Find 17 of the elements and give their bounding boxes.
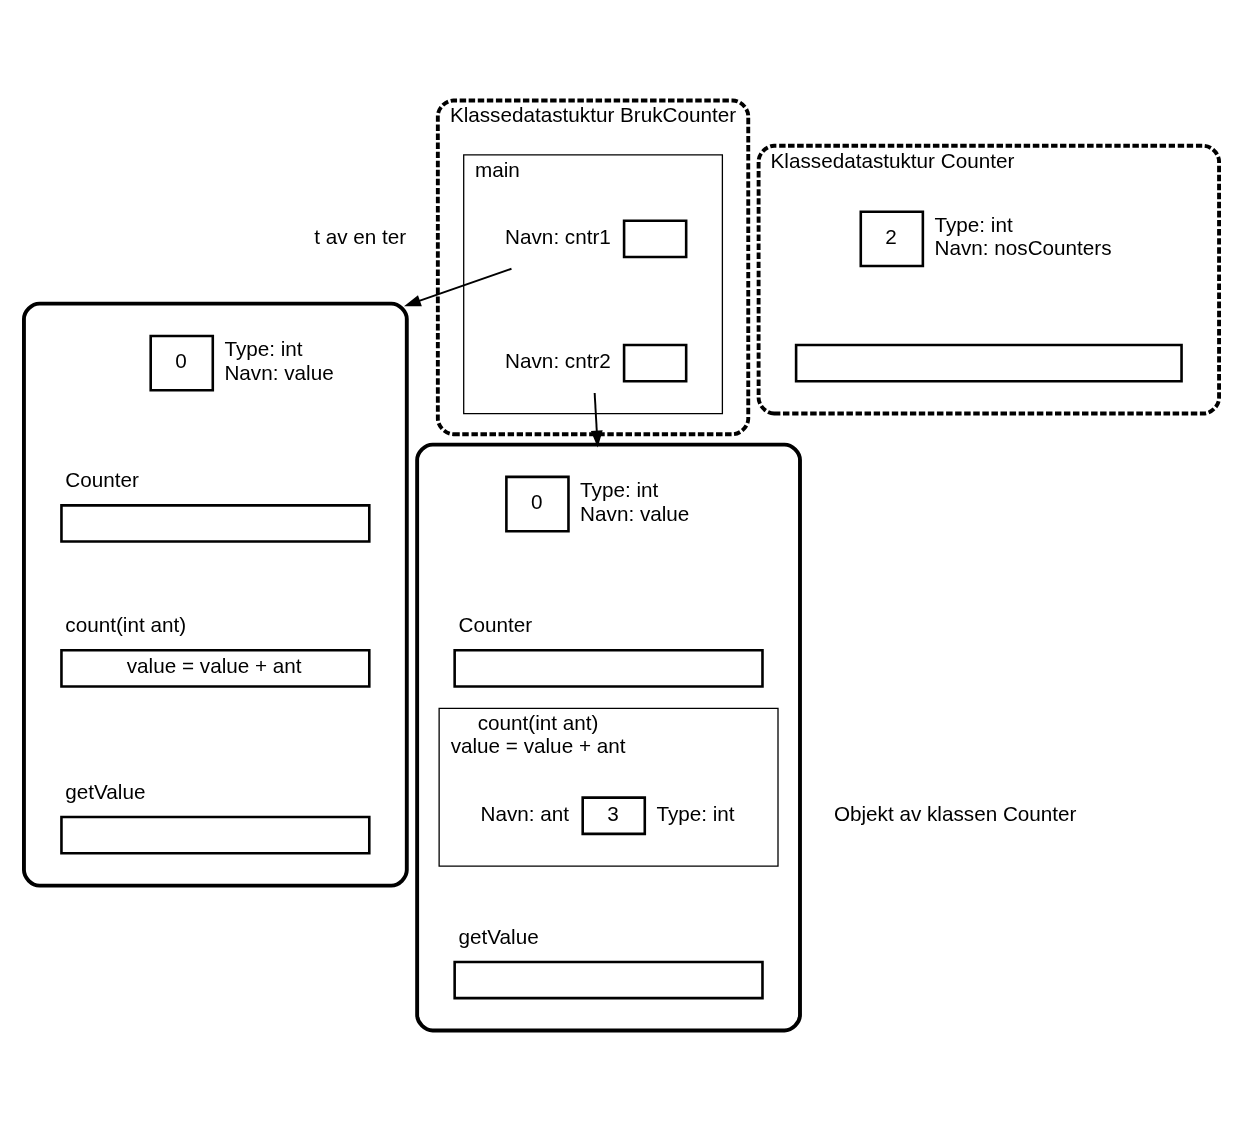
node-label: Navn: value <box>224 360 334 384</box>
node-label: Navn: cntr2 <box>505 349 611 372</box>
node-label: Objekt av klassen Counter <box>833 801 1077 825</box>
node-label: Type: int <box>580 478 659 502</box>
node-label: Navn: cntr1 <box>505 224 611 248</box>
node-label: Navn: nosCounters <box>934 236 1112 260</box>
node-label: Type: int <box>656 801 735 825</box>
node-label: Navn: value <box>580 501 690 525</box>
node-label: getValue <box>458 924 539 948</box>
node-label: Type: int <box>934 213 1013 237</box>
node-label: Type: int <box>224 337 303 361</box>
node-label: Counter <box>458 612 533 636</box>
node-label: getValue <box>65 779 146 803</box>
node-label: count(int ant) <box>65 612 187 636</box>
node-label: Counter <box>65 467 139 491</box>
node-label: Navn: ant <box>480 801 570 825</box>
label: t av en ter <box>314 224 407 248</box>
